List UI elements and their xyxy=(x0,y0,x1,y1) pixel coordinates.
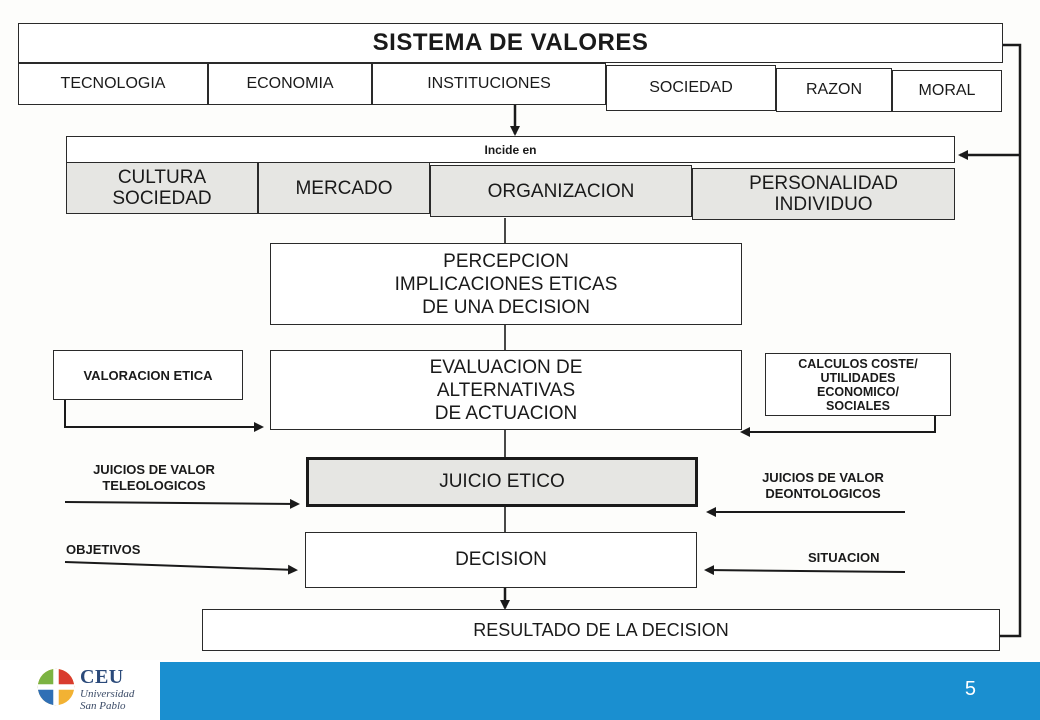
area-culture-line2: SOCIEDAD xyxy=(112,188,212,209)
factor-institutions: INSTITUCIONES xyxy=(372,63,606,105)
area-personality-line1: PERSONALIDAD xyxy=(749,173,898,194)
logo-san-pablo-line: San Pablo xyxy=(80,700,126,712)
perception-box: PERCEPCION IMPLICACIONES ETICAS DE UNA D… xyxy=(270,243,742,325)
arrow-valoracion-to-evaluation xyxy=(64,398,264,432)
page-number: 5 xyxy=(964,678,976,700)
cost-line4: SOCIALES xyxy=(826,398,890,413)
diagram-connectors xyxy=(64,43,1022,638)
decision-box: DECISION xyxy=(305,532,697,588)
area-organization-label: ORGANIZACION xyxy=(487,180,635,202)
deontological-line2: DEONTOLOGICOS xyxy=(765,486,881,501)
ceu-cross-logo-icon xyxy=(37,668,75,706)
teleological-line1: JUICIOS DE VALOR xyxy=(93,462,215,477)
evaluation-box: EVALUACION DE ALTERNATIVAS DE ACTUACION xyxy=(270,350,742,430)
evaluation-line3: DE ACTUACION xyxy=(434,402,578,424)
factor-reason: RAZON xyxy=(776,68,892,112)
deontological-line1: JUICIOS DE VALOR xyxy=(762,470,884,485)
objectives-label: OBJETIVOS xyxy=(66,542,141,557)
teleological-line2: TELEOLOGICOS xyxy=(102,478,206,493)
deontological-label: JUICIOS DE VALOR DEONTOLOGICOS xyxy=(728,470,918,502)
logo-ceu-name: CEU xyxy=(80,666,124,688)
perception-line2: IMPLICACIONES ETICAS xyxy=(394,273,618,295)
area-personality-line2: INDIVIDUO xyxy=(774,194,873,215)
ethics-decision-diagram: SISTEMA DE VALORES TECNOLOGIA ECONOMIA I… xyxy=(18,23,1022,651)
factor-technology: TECNOLOGIA xyxy=(18,63,208,105)
area-culture-society: CULTURA SOCIEDAD xyxy=(66,162,258,214)
arrow-costs-to-evaluation xyxy=(740,416,936,437)
teleological-label: JUICIOS DE VALOR TELEOLOGICOS xyxy=(64,462,244,494)
cost-line2: UTILIDADES xyxy=(820,370,896,385)
logo-university-line: Universidad xyxy=(80,688,135,700)
factor-economy: ECONOMIA xyxy=(208,63,372,105)
feedback-loop-line xyxy=(1000,43,1022,638)
area-market-label: MERCADO xyxy=(295,177,393,199)
factor-society: SOCIEDAD xyxy=(606,65,776,111)
arrow-objectives-to-decision xyxy=(64,561,298,575)
cost-line1: CALCULOS COSTE/ xyxy=(798,356,918,371)
situation-label: SITUACION xyxy=(808,550,880,565)
ethical-valuation-box: VALORACION ETICA xyxy=(53,350,243,400)
footer-blue-bar xyxy=(160,662,1040,720)
area-organization: ORGANIZACION xyxy=(430,165,692,217)
area-culture-line1: CULTURA xyxy=(117,167,207,188)
evaluation-line1: EVALUACION DE xyxy=(429,356,583,378)
result-box: RESULTADO DE LA DECISION xyxy=(202,609,1000,651)
values-system-title: SISTEMA DE VALORES xyxy=(18,23,1003,63)
area-personality-individual: PERSONALIDAD INDIVIDUO xyxy=(692,168,955,220)
arrow-teleological-to-judgment xyxy=(64,498,300,509)
perception-line1: PERCEPCION xyxy=(443,250,569,272)
arrow-situation-to-decision xyxy=(704,565,906,576)
cost-utility-box: CALCULOS COSTE/ UTILIDADES ECONOMICO/ SO… xyxy=(765,353,951,416)
cost-line3: ECONOMICO/ xyxy=(817,384,899,399)
incide-en-label: Incide en xyxy=(66,136,955,163)
evaluation-line2: ALTERNATIVAS xyxy=(436,379,576,401)
ethical-judgment-box: JUICIO ETICO xyxy=(306,457,698,507)
perception-line3: DE UNA DECISION xyxy=(422,296,590,318)
university-logo-text: CEU Universidad San Pablo xyxy=(80,666,134,712)
factor-moral: MORAL xyxy=(892,70,1002,112)
area-market: MERCADO xyxy=(258,162,430,214)
